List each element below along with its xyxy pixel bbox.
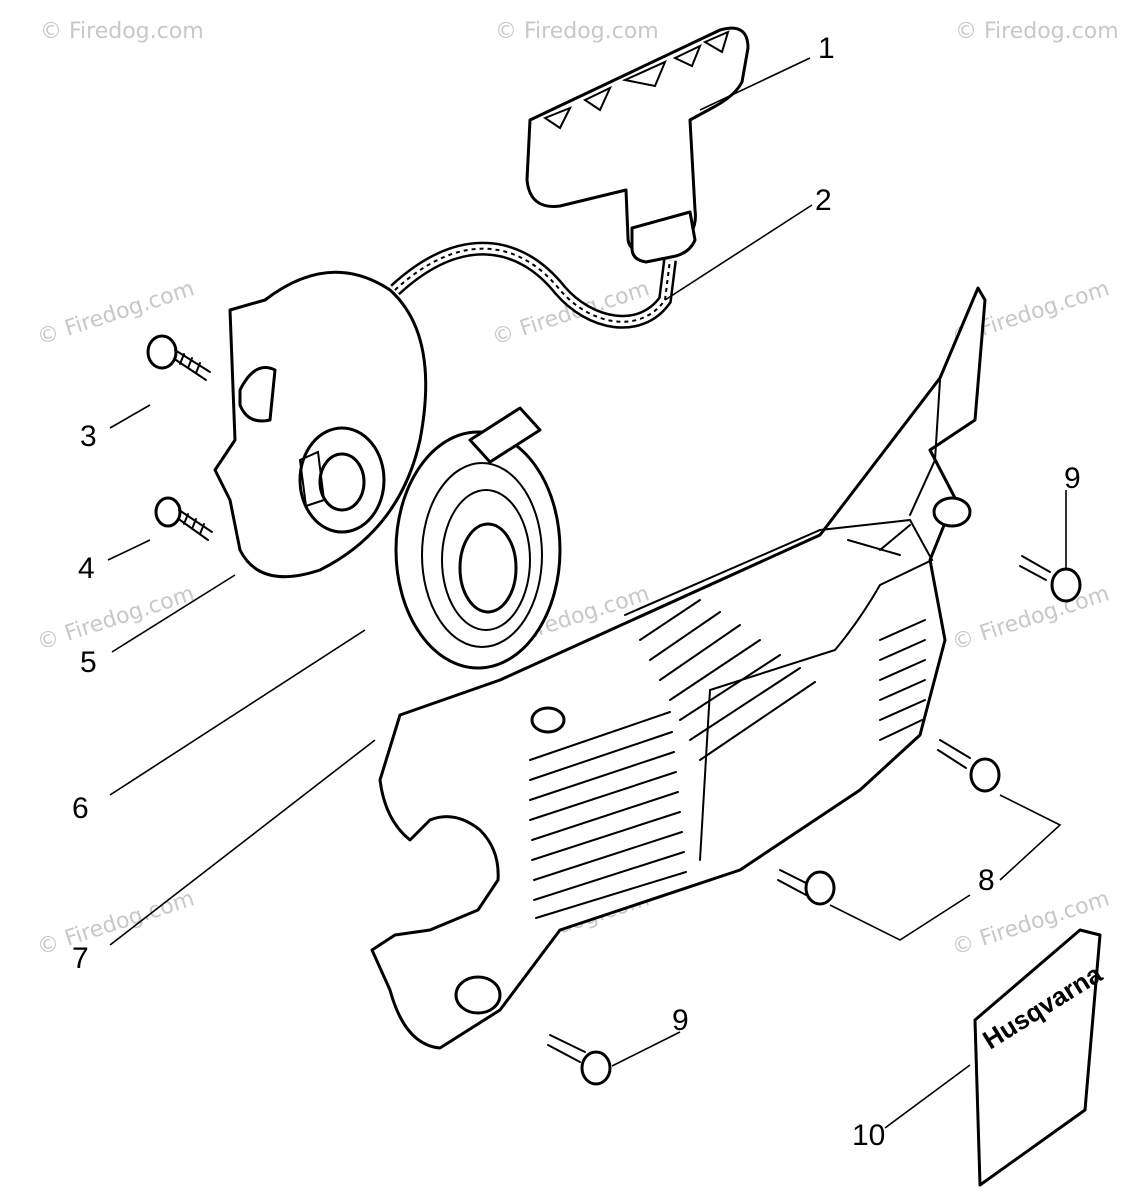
starter-rope xyxy=(390,241,677,329)
watermark: © Firedog.com xyxy=(34,581,197,655)
callout-8: 8 xyxy=(978,864,995,897)
watermark: © Firedog.com xyxy=(949,581,1112,655)
leader-lines xyxy=(107,57,1067,1129)
watermark: © Firedog.com xyxy=(955,19,1119,44)
screw-3 xyxy=(146,334,211,381)
callout-numbers: 1 2 3 4 5 6 7 8 9 9 10 xyxy=(72,32,1081,1152)
callout-5: 5 xyxy=(80,646,97,679)
watermark: © Firedog.com xyxy=(489,276,652,350)
watermark: © Firedog.com xyxy=(34,276,197,350)
starter-handle xyxy=(525,26,750,264)
screws-8 xyxy=(777,739,1001,906)
callout-10: 10 xyxy=(852,1119,885,1152)
callout-3: 3 xyxy=(80,420,97,453)
callout-1: 1 xyxy=(818,32,835,65)
callout-6: 6 xyxy=(72,792,89,825)
callout-2: 2 xyxy=(815,184,832,217)
screws-9 xyxy=(547,555,1082,1086)
screw-4 xyxy=(154,496,213,541)
starter-pulley xyxy=(213,270,428,579)
husqvarna-decal: Husqvarna xyxy=(973,928,1108,1187)
starter-housing xyxy=(370,286,987,1050)
recoil-spring xyxy=(394,406,562,670)
watermark: © Firedog.com xyxy=(40,19,204,44)
watermark: © Firedog.com xyxy=(495,19,659,44)
callout-9-lower: 9 xyxy=(672,1004,689,1037)
callout-7: 7 xyxy=(72,942,89,975)
watermark: © Firedog.com xyxy=(34,886,197,960)
callout-4: 4 xyxy=(78,552,95,585)
callout-9-upper: 9 xyxy=(1064,462,1081,495)
